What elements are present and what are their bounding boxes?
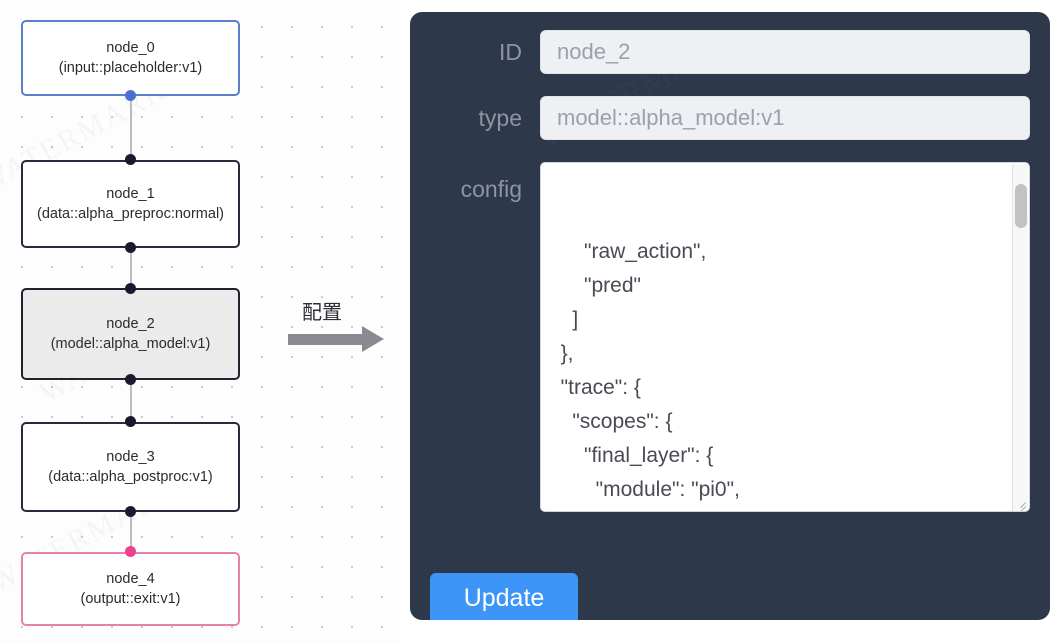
graph-node-node_3[interactable]: node_3(data::alpha_postproc:v1) bbox=[21, 422, 240, 512]
graph-node-node_2[interactable]: node_2(model::alpha_model:v1) bbox=[21, 288, 240, 380]
node-handle-source-node_1[interactable] bbox=[125, 242, 136, 253]
edge-node0-node1 bbox=[130, 96, 132, 166]
update-button[interactable]: Update bbox=[430, 573, 578, 620]
id-field-label: ID bbox=[499, 38, 522, 65]
node-handle-target-node_4[interactable] bbox=[125, 546, 136, 557]
node-handle-source-node_3[interactable] bbox=[125, 506, 136, 517]
graph-node-label: node_1(data::alpha_preproc:normal) bbox=[37, 186, 224, 222]
graph-node-label: node_3(data::alpha_postproc:v1) bbox=[48, 449, 213, 485]
transition-annotation: 配置 bbox=[288, 296, 398, 366]
graph-node-node_4[interactable]: node_4(output::exit:v1) bbox=[21, 552, 240, 626]
node-handle-target-node_2[interactable] bbox=[125, 283, 136, 294]
graph-node-node_0[interactable]: node_0(input::placeholder:v1) bbox=[21, 20, 240, 96]
graph-node-label: node_4(output::exit:v1) bbox=[80, 571, 181, 607]
field-row-config: config "raw_action", "pred" ] }, "trace"… bbox=[430, 162, 1030, 512]
node-config-panel: WATERMARK WATERMARK ID node_2 type model… bbox=[410, 12, 1050, 620]
graph-node-label: node_0(input::placeholder:v1) bbox=[58, 40, 203, 76]
node-handle-source-node_2[interactable] bbox=[125, 374, 136, 385]
config-scrollbar[interactable] bbox=[1012, 164, 1028, 511]
graph-node-label: node_2(model::alpha_model:v1) bbox=[50, 316, 211, 352]
edge-node3-node4 bbox=[130, 512, 132, 558]
edge-node1-node2 bbox=[130, 248, 132, 294]
type-input[interactable]: model::alpha_model:v1 bbox=[540, 96, 1030, 140]
edge-node2-node3 bbox=[130, 380, 132, 428]
node-handle-source-node_0[interactable] bbox=[125, 90, 136, 101]
arrow-icon bbox=[288, 334, 364, 345]
config-scrollbar-thumb[interactable] bbox=[1015, 184, 1027, 228]
field-row-id: ID node_2 bbox=[430, 30, 1030, 74]
id-input[interactable]: node_2 bbox=[540, 30, 1030, 74]
transition-label: 配置 bbox=[302, 300, 342, 324]
graph-node-node_1[interactable]: node_1(data::alpha_preproc:normal) bbox=[21, 160, 240, 248]
config-field-label: config bbox=[460, 176, 522, 202]
config-textarea-content: "raw_action", "pred" ] }, "trace": { "sc… bbox=[560, 240, 740, 501]
config-textarea[interactable]: "raw_action", "pred" ] }, "trace": { "sc… bbox=[540, 162, 1030, 512]
field-row-type: type model::alpha_model:v1 bbox=[430, 96, 1030, 140]
type-field-label: type bbox=[478, 104, 522, 131]
resize-grip-icon[interactable] bbox=[1012, 495, 1026, 511]
node-handle-target-node_3[interactable] bbox=[125, 416, 136, 427]
node-handle-target-node_1[interactable] bbox=[125, 154, 136, 165]
graph-canvas[interactable]: WATERMARK WATERMARK WATERMARK node_0(inp… bbox=[0, 0, 400, 643]
arrow-head-icon bbox=[362, 326, 384, 352]
